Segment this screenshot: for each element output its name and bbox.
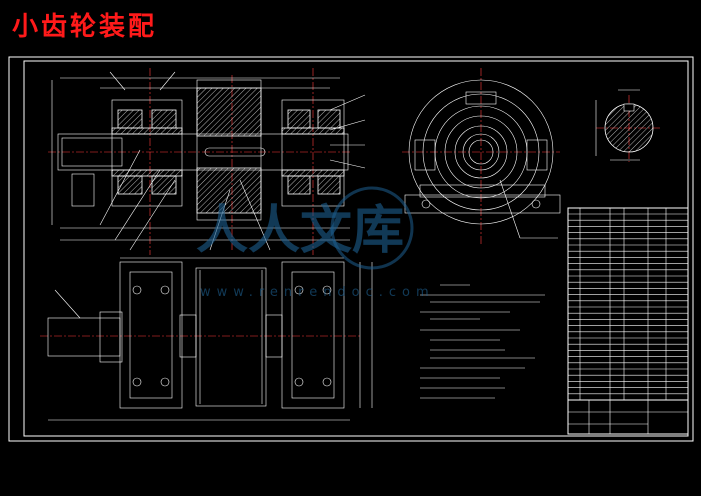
shaft-section-detail: [595, 89, 662, 162]
outer-border: [8, 56, 694, 442]
side-view: [402, 68, 561, 245]
top-view: [40, 257, 373, 421]
technical-notes: [420, 284, 545, 399]
drawing-title: 小齿轮装配: [12, 12, 158, 42]
front-section-view: [48, 68, 366, 255]
title-block: [567, 399, 689, 435]
watermark-url: www.renrendoc.com: [200, 285, 435, 300]
watermark: 人人文库 www.renrendoc.com: [196, 186, 435, 300]
watermark-text: 人人文库: [196, 201, 404, 261]
